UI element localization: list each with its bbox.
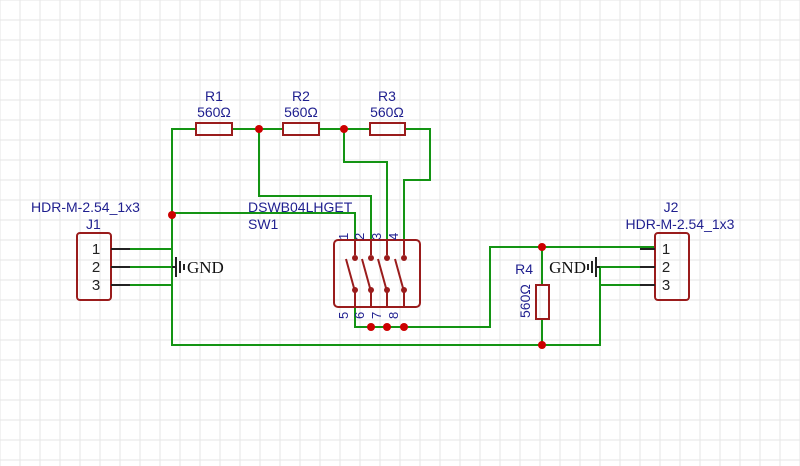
switch-contact-1-top	[352, 255, 358, 261]
resistor-r3-body	[369, 122, 406, 136]
wire-right-gnd-return	[542, 267, 601, 346]
resistor-r3-value: 560Ω	[370, 104, 404, 120]
connector-j1-value: HDR-M-2.54_1x3	[31, 199, 140, 215]
gnd-symbol-left: GND	[172, 257, 224, 277]
resistor-r2-body	[282, 122, 320, 136]
dip-switch-sw1-value: DSWB04LHGET	[248, 199, 353, 215]
resistor-r4-body	[535, 284, 550, 320]
dip-switch-sw1-body	[333, 239, 421, 308]
wire-r1-left	[171, 128, 196, 215]
connector-j2[interactable]: J2 HDR-M-2.54_1x3 1 2 3	[626, 199, 735, 301]
connector-j2-ref: J2	[664, 199, 679, 215]
sw1-pin-4: 4	[386, 233, 401, 240]
resistor-r2-ref: R2	[292, 88, 310, 104]
gnd-symbol-right: GND	[549, 257, 600, 277]
j1-pin-2: 2	[92, 259, 100, 276]
sw1-pin-2: 2	[352, 233, 367, 240]
j1-pin-3: 3	[92, 277, 100, 294]
j2-pin-1: 1	[662, 241, 670, 258]
switch-contact-3-top	[384, 255, 390, 261]
sw1-pin-6: 6	[352, 312, 367, 319]
wire-node-sw2	[258, 129, 372, 240]
switch-contact-2-top	[368, 255, 374, 261]
sw1-pin-5: 5	[336, 312, 351, 319]
j2-pin-2: 2	[662, 259, 670, 276]
sw1-pin-8: 8	[386, 312, 401, 319]
junction-r4-top	[538, 243, 546, 251]
resistor-r1-body	[195, 122, 233, 136]
gnd-right-label: GND	[549, 258, 586, 277]
junction-r2-r3	[340, 125, 348, 133]
gnd-left-label: GND	[187, 258, 224, 277]
dip-switch-sw1-ref: SW1	[248, 216, 279, 232]
j1-pin-1: 1	[92, 241, 100, 258]
junction-sw-bottom-8	[400, 323, 408, 331]
resistor-r4-value: 560Ω	[517, 284, 533, 318]
connector-j1[interactable]: HDR-M-2.54_1x3 J1 1 2 3	[31, 199, 140, 301]
switch-lever-4	[394, 258, 404, 289]
wire-node-sw3	[343, 129, 388, 240]
resistor-r1-ref: R1	[205, 88, 223, 104]
dip-switch-contacts	[345, 240, 407, 307]
resistor-r4-ref: R4	[515, 261, 533, 277]
resistor-r1[interactable]: R1 560Ω	[195, 88, 233, 136]
junction-sw-bottom-6	[367, 323, 375, 331]
sw1-pin-7: 7	[369, 312, 384, 319]
switch-lever-1	[345, 258, 355, 289]
junction-left	[168, 211, 176, 219]
wire-r3-right	[403, 128, 431, 240]
switch-contact-3-bottom	[384, 287, 390, 293]
j2-pin-3: 3	[662, 277, 670, 294]
dip-switch-sw1[interactable]: DSWB04LHGET SW1 1 2 3 4 5 6 7 8	[248, 199, 421, 319]
resistor-r4[interactable]: R4 560Ω	[515, 261, 550, 320]
switch-contact-4-top	[401, 255, 407, 261]
junction-sw-bottom-7	[383, 323, 391, 331]
resistor-r3-ref: R3	[378, 88, 396, 104]
switch-lever-2	[361, 258, 371, 289]
sw1-pin-3: 3	[369, 233, 384, 240]
resistor-r2[interactable]: R2 560Ω	[282, 88, 320, 136]
switch-lever-3	[377, 258, 387, 289]
connector-j1-ref: J1	[86, 216, 101, 232]
resistor-r2-value: 560Ω	[284, 104, 318, 120]
connector-j2-value: HDR-M-2.54_1x3	[626, 216, 735, 232]
resistor-r1-value: 560Ω	[197, 104, 231, 120]
junctions	[168, 125, 546, 349]
switch-contact-2-bottom	[368, 287, 374, 293]
wire-main-left-vertical	[171, 215, 542, 346]
switch-contact-1-bottom	[352, 287, 358, 293]
junction-r1-r2	[255, 125, 263, 133]
switch-contact-4-bottom	[401, 287, 407, 293]
sw1-pin-1: 1	[336, 233, 351, 240]
junction-r4-bottom	[538, 341, 546, 349]
resistor-r3[interactable]: R3 560Ω	[369, 88, 406, 136]
wire-node-sw1	[172, 212, 356, 240]
